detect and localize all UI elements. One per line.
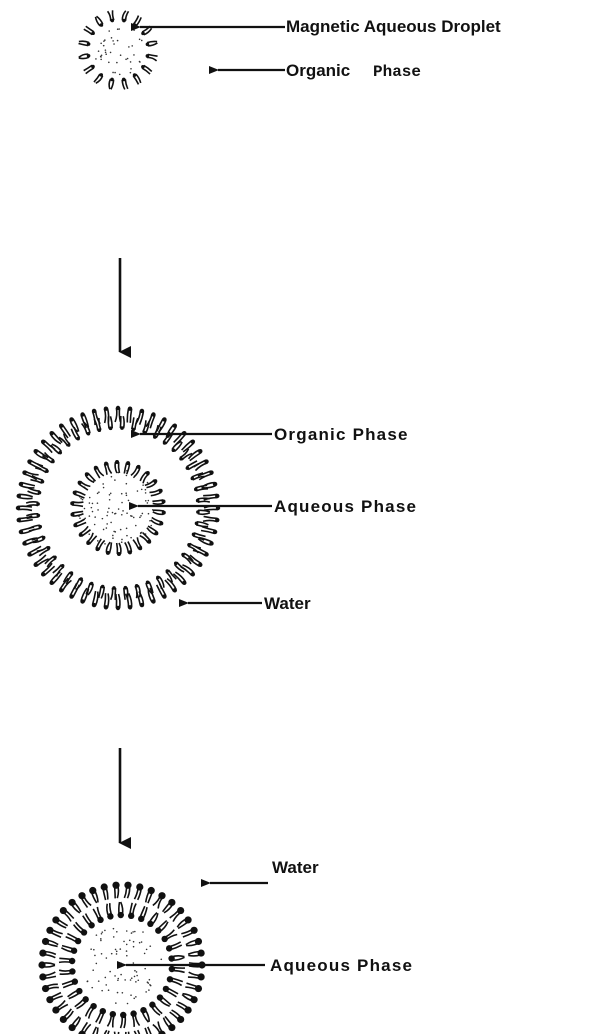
aqueous-phase-label-2: Aqueous Phase — [274, 497, 417, 516]
magnetic-droplet-label: Magnetic Aqueous Droplet — [286, 17, 501, 36]
water-label-3: Water — [272, 858, 319, 877]
droplet-monolayer — [79, 10, 158, 89]
stage1-droplet — [79, 10, 158, 89]
stage3-liposome — [38, 882, 205, 1034]
organic-phase-label-2: Organic Phase — [274, 425, 409, 444]
droplet-aqueous-core — [95, 28, 142, 75]
organic-phase-label-1a: Organic — [286, 61, 350, 80]
aqueous-phase-label-3: Aqueous Phase — [270, 956, 413, 975]
stage2-vesicle — [16, 406, 220, 610]
water-label-2: Water — [264, 594, 311, 613]
outer-bilayer-outer — [16, 406, 220, 610]
outer-bilayer-inner — [26, 416, 210, 600]
organic-phase-label-1b: Phase — [373, 63, 421, 81]
aqueous-core — [78, 470, 153, 545]
